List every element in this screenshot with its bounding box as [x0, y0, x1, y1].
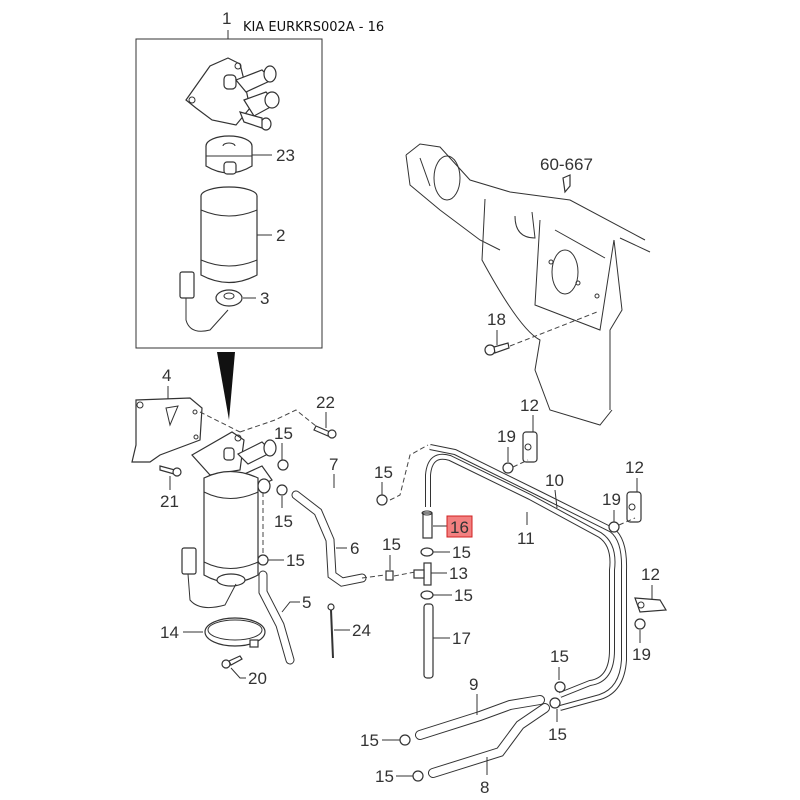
filter-assembly[interactable]: [181, 431, 277, 609]
callout-8[interactable]: 8: [480, 778, 489, 797]
callout-16[interactable]: 16: [450, 518, 469, 537]
clamps-15-pipe-ends[interactable]: 15 15: [548, 647, 569, 744]
callout-15-f[interactable]: 15: [452, 543, 471, 562]
part-21-bolt[interactable]: 21: [159, 465, 182, 511]
part-9-hose[interactable]: 9: [415, 675, 545, 740]
diagram-title: KIA EURKRS002A - 16: [243, 20, 385, 35]
clamps-15-filter[interactable]: 15 15 15: [257, 424, 305, 570]
callout-15-b[interactable]: 15: [274, 512, 293, 531]
callout-13[interactable]: 13: [449, 564, 468, 583]
bracket-12-c[interactable]: 12 19: [632, 565, 668, 664]
callout-15-c[interactable]: 15: [286, 551, 305, 570]
part-6-hose[interactable]: 6: [291, 490, 386, 587]
callout-23[interactable]: 23: [276, 146, 295, 165]
callout-18[interactable]: 18: [487, 310, 506, 329]
filter-head-part[interactable]: [185, 57, 280, 131]
callout-7[interactable]: 7: [329, 455, 338, 474]
callout-15-k[interactable]: 15: [375, 767, 394, 786]
callout-5[interactable]: 5: [302, 593, 311, 612]
part-2-filter-element[interactable]: 2: [200, 186, 285, 284]
callout-9[interactable]: 9: [469, 675, 478, 694]
callout-12-c[interactable]: 12: [641, 565, 660, 584]
body-panel: 60-667: [405, 143, 651, 426]
inset-box-part-1: 1: [135, 9, 323, 420]
part-8-hose[interactable]: 8: [428, 703, 550, 797]
part-3-sensor[interactable]: 3: [179, 271, 269, 332]
part-23-ring[interactable]: 23: [205, 135, 295, 175]
callout-1[interactable]: 1: [222, 9, 231, 28]
callout-3[interactable]: 3: [260, 289, 269, 308]
part-20-screw[interactable]: 20: [221, 655, 267, 688]
inset-pointer-icon: [217, 352, 235, 420]
callout-2[interactable]: 2: [276, 226, 285, 245]
part-16-hose[interactable]: 16: [421, 510, 473, 539]
callout-15-a[interactable]: 15: [274, 424, 293, 443]
callout-15-g[interactable]: 15: [454, 586, 473, 605]
callout-19-b[interactable]: 19: [602, 490, 621, 509]
callout-15-j[interactable]: 15: [360, 731, 379, 750]
callout-6[interactable]: 6: [350, 539, 359, 558]
part-24-tie[interactable]: 24: [327, 603, 371, 659]
callout-14[interactable]: 14: [160, 623, 179, 642]
part-5-hose[interactable]: 5: [258, 570, 311, 665]
callout-24[interactable]: 24: [352, 621, 371, 640]
clamps-15-lower[interactable]: 15 15: [360, 731, 424, 786]
part-4-bracket[interactable]: 4: [131, 366, 241, 463]
part-7-hose[interactable]: 7: [296, 455, 376, 498]
highlight-box-16: [446, 515, 473, 538]
callout-22[interactable]: 22: [316, 393, 335, 412]
callout-60-667[interactable]: 60-667: [540, 155, 593, 174]
callout-4[interactable]: 4: [162, 366, 171, 385]
callout-10[interactable]: 10: [545, 471, 564, 490]
clamp-15-hose7[interactable]: 15: [374, 444, 429, 506]
callout-15-i[interactable]: 15: [548, 725, 567, 744]
part-13-tee[interactable]: 15 13 15: [413, 543, 473, 605]
part-18-bolt[interactable]: 18: [484, 310, 598, 356]
clamp-15-connector[interactable]: 15: [382, 535, 416, 581]
callout-12-a[interactable]: 12: [520, 396, 539, 415]
clip-60-667[interactable]: [562, 174, 571, 194]
callout-19-a[interactable]: 19: [497, 427, 516, 446]
callout-11[interactable]: 11: [517, 529, 535, 548]
bracket-12-b[interactable]: 12 19: [602, 458, 644, 533]
callout-20[interactable]: 20: [248, 669, 267, 688]
bracket-12-a[interactable]: 12 19: [497, 396, 539, 474]
callout-15-h[interactable]: 15: [550, 647, 569, 666]
callout-17[interactable]: 17: [452, 629, 471, 648]
part-17-hose[interactable]: 17: [423, 603, 471, 679]
callout-19-c[interactable]: 19: [632, 645, 651, 664]
callout-12-b[interactable]: 12: [625, 458, 644, 477]
part-14-band[interactable]: 14: [160, 617, 266, 648]
callout-15-d[interactable]: 15: [374, 463, 393, 482]
callout-15-e[interactable]: 15: [382, 535, 401, 554]
part-22-bolt[interactable]: 22: [239, 393, 337, 439]
callout-21[interactable]: 21: [160, 492, 179, 511]
